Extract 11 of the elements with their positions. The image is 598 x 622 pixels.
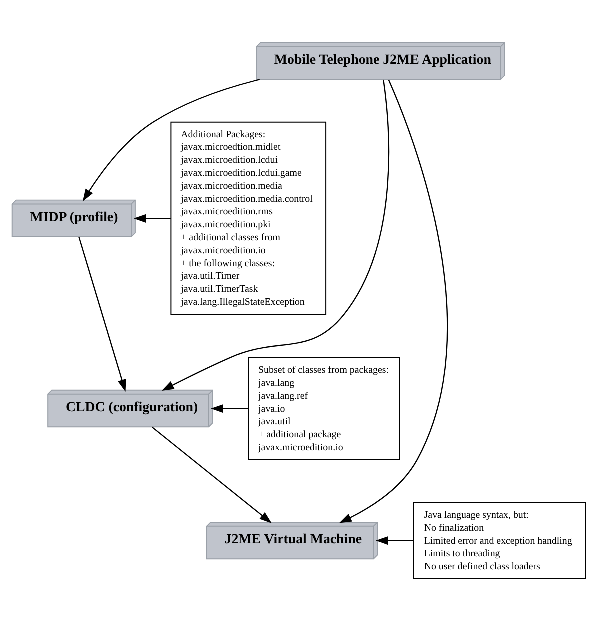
arrow bbox=[82, 79, 260, 202]
arrow bbox=[134, 214, 171, 223]
arrow bbox=[162, 80, 390, 392]
arrow bbox=[152, 426, 272, 524]
arrow bbox=[211, 404, 248, 414]
node-box: Java language syntax, but: No finalization Limited error and exception handling Limits to threading No user defined class loaders bbox=[413, 502, 586, 580]
node-box: Subset of classes from packages: java.lang java.lang.ref java.io java.util + additional package javax.microedition.io bbox=[248, 357, 400, 460]
arrow bbox=[376, 536, 414, 546]
node-box: Additional Packages: javax.microedtion.midlet javax.microedition.lcdui javax.microedition.lcdui.game javax.microedition.media javax.microedition.media.control javax.microedition.rms javax.microedition.pki + additional classes from javax.microedition.io + the following classes: java.util.Timer java.util.TimerTask java.lang.IllegalStateException bbox=[170, 122, 327, 316]
arrow bbox=[339, 80, 448, 524]
arrow bbox=[78, 237, 126, 392]
